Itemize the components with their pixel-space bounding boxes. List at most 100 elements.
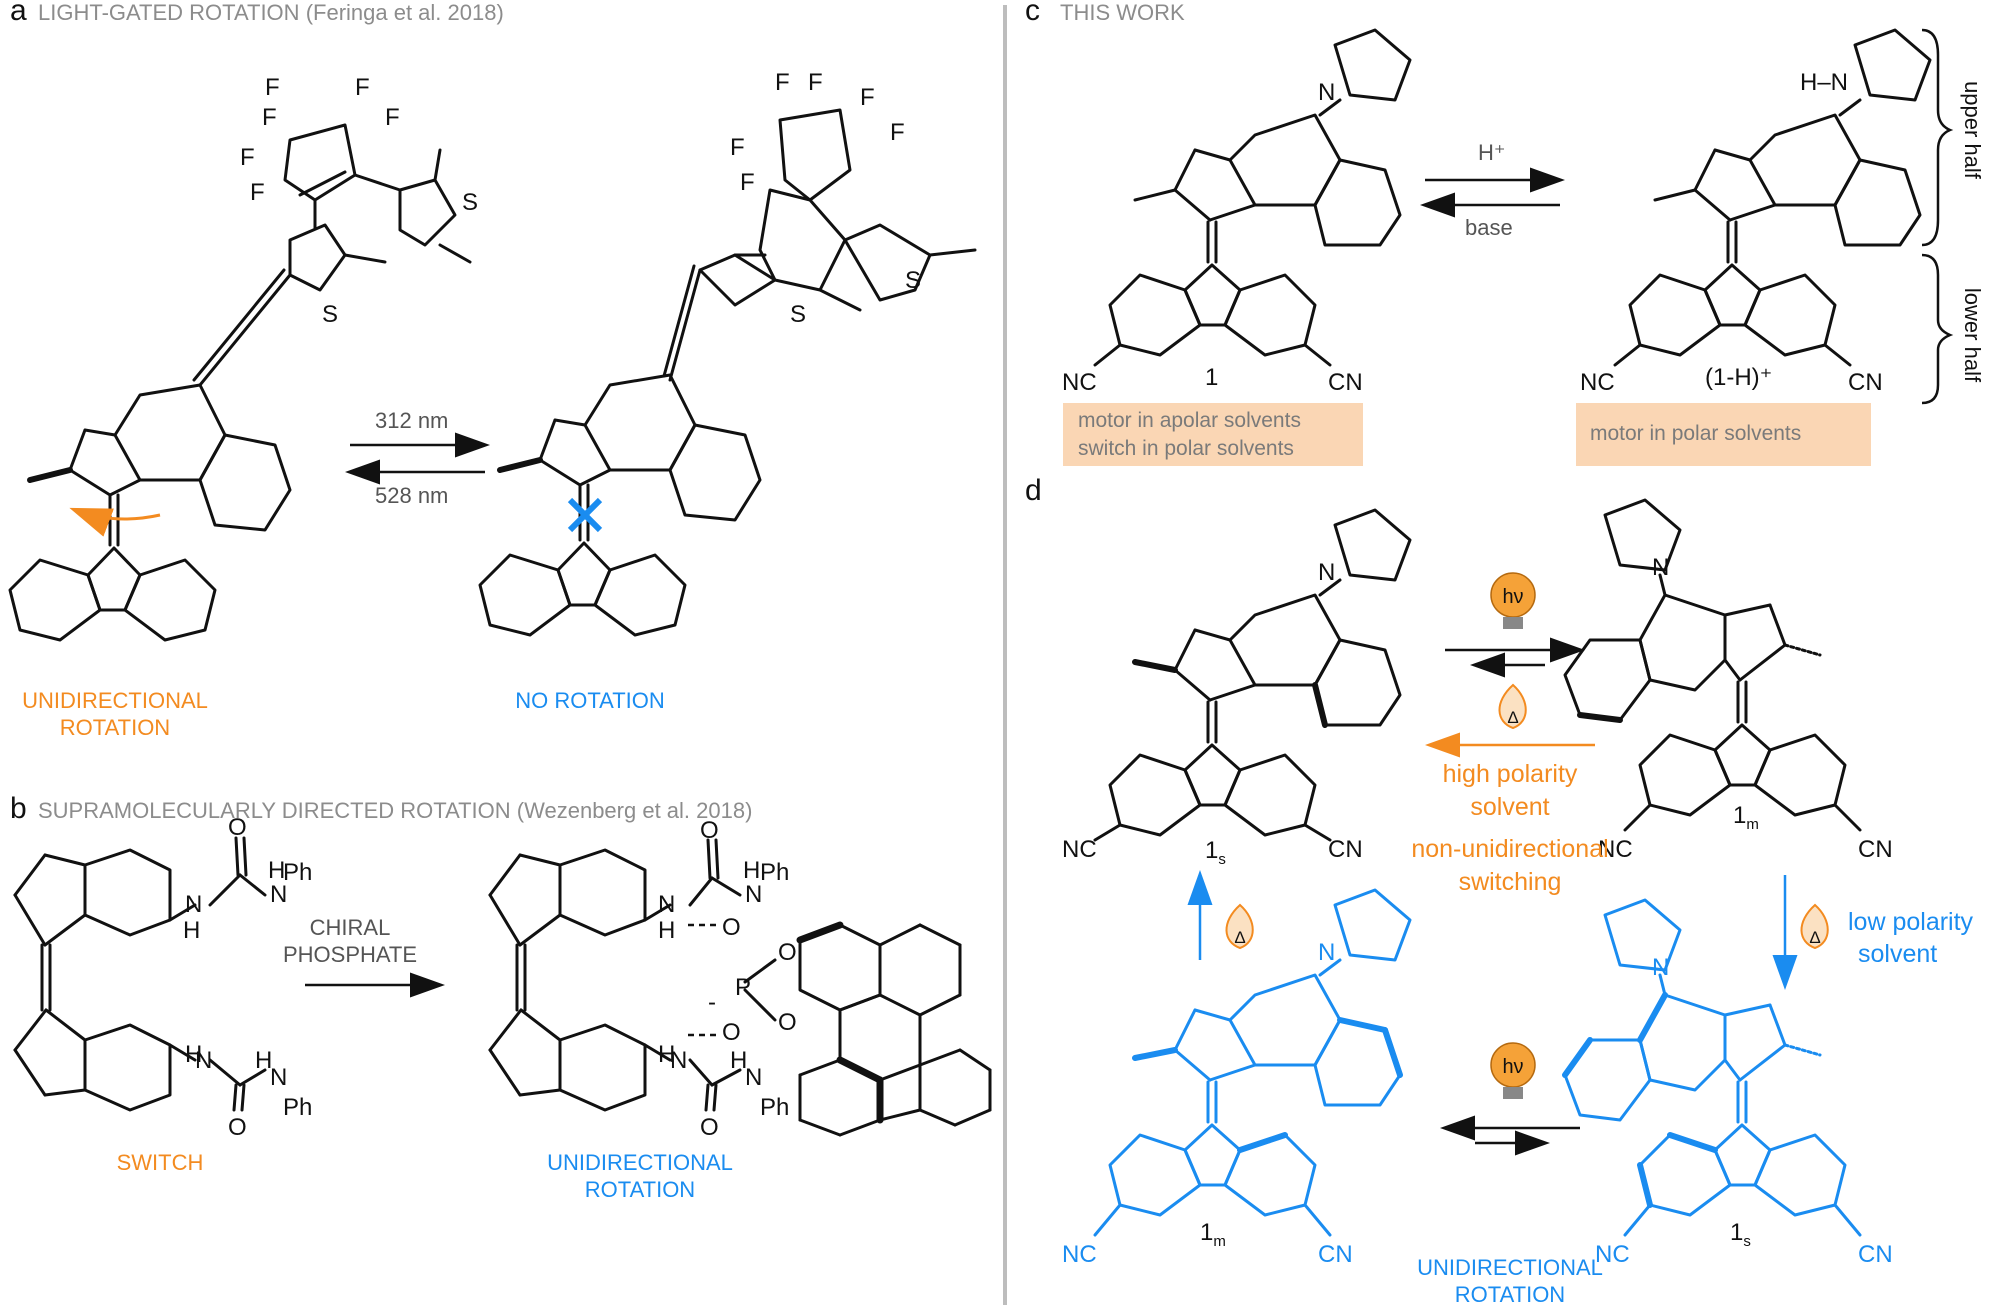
label-rotation-d: ROTATION	[1455, 1282, 1565, 1307]
label-1m-bottom-num: 1	[1200, 1219, 1213, 1246]
atom-n: N	[1318, 559, 1335, 586]
delta-label: Δ	[1234, 928, 1245, 947]
label-1s-bottom-sub: s	[1743, 1233, 1751, 1250]
atom-n: N	[185, 891, 202, 918]
upper-half-brace	[1921, 28, 1954, 247]
panel-a-title-main: LIGHT-GATED ROTATION	[38, 0, 300, 25]
atom-h: H	[730, 1047, 747, 1074]
atom-o: O	[700, 1114, 719, 1141]
label-solvent-low: solvent	[1858, 940, 1937, 968]
label-lower-half: lower half	[1960, 288, 1985, 383]
atom-cn: CN	[1318, 1241, 1353, 1268]
panel-b-title-main: SUPRAMOLECULARLY DIRECTED ROTATION	[38, 798, 511, 823]
atom-h: H	[183, 917, 200, 944]
panel-a-letter: a	[10, 0, 27, 27]
atoms-1s-top: N NC CN 1s	[1062, 559, 1363, 868]
atom-cn: CN	[1328, 369, 1363, 396]
atom-s: S	[905, 267, 921, 294]
atom-o: O	[722, 914, 741, 941]
label-1m-bottom-sub: m	[1213, 1233, 1226, 1250]
molecule-1s-bottom	[1562, 898, 1862, 1237]
label-solvent-high: solvent	[1470, 793, 1549, 821]
label-unidirectional-b: UNIDIRECTIONAL	[547, 1150, 733, 1175]
atom-ph: Ph	[283, 1094, 312, 1121]
lower-half-brace	[1921, 253, 1954, 405]
label-switch: SWITCH	[117, 1150, 204, 1175]
reagent-phosphate: PHOSPHATE	[283, 942, 417, 967]
label-1m-top-num: 1	[1733, 802, 1746, 829]
molecule-1s-top	[1093, 508, 1412, 842]
atom-n: N	[658, 891, 675, 918]
box-text-apolar: motor in apolar solvents	[1078, 409, 1301, 432]
molecule-b-left	[13, 836, 267, 1112]
molecule-a-right	[478, 108, 977, 637]
flame-icon: Δ	[1800, 903, 1829, 950]
atom-n: N	[270, 1064, 287, 1091]
molecule-1m-bottom	[1093, 888, 1412, 1237]
panel-d: d N NC CN 1s	[1025, 474, 1974, 1307]
atom-f: F	[385, 104, 400, 131]
molecule-b-right	[488, 838, 992, 1137]
label-unidirectional-d: UNIDIRECTIONAL	[1417, 1255, 1603, 1280]
molecule-1m-top	[1563, 498, 1862, 832]
label-1m-bottom: 1m	[1200, 1219, 1226, 1250]
box-text-polar-switch: switch in polar solvents	[1078, 437, 1294, 460]
atoms-molecule-1h: H–N N⁺ NC CN (1-H)⁺	[1580, 69, 1883, 396]
atom-f: F	[890, 119, 905, 146]
condition-base: base	[1465, 215, 1513, 240]
atom-h: H	[268, 857, 285, 884]
atom-n: N	[745, 881, 762, 908]
atom-cn: CN	[1328, 836, 1363, 863]
label-1s-bottom: 1s	[1730, 1219, 1751, 1250]
molecule-1h	[1613, 28, 1932, 367]
atom-ph: Ph	[760, 1094, 789, 1121]
atom-o: O	[722, 1019, 741, 1046]
compound-1h-label: (1-H)⁺	[1705, 364, 1772, 391]
atom-ph: Ph	[283, 859, 312, 886]
atom-h: H	[658, 917, 675, 944]
atoms-1s-bottom: N NC CN 1s	[1595, 954, 1893, 1268]
charge-minus: -	[708, 989, 716, 1016]
label-1s-top-num: 1	[1205, 837, 1218, 864]
atom-h: H	[658, 1041, 675, 1068]
delta-label: Δ	[1809, 928, 1820, 947]
label-non-unidirectional: non-unidirectional	[1411, 835, 1608, 863]
atom-n: N	[1318, 79, 1335, 106]
label-1s-bottom-num: 1	[1730, 1219, 1743, 1246]
atom-f: F	[808, 69, 823, 96]
atom-nc: NC	[1598, 836, 1633, 863]
atom-p: P	[735, 974, 751, 1001]
panel-d-letter: d	[1025, 474, 1042, 507]
atom-o: O	[228, 814, 247, 841]
atom-n: N	[1652, 554, 1669, 581]
atom-o: O	[228, 1114, 247, 1141]
panel-b: b SUPRAMOLECULARLY DIRECTED ROTATION (We…	[10, 792, 992, 1202]
atom-o: O	[778, 939, 797, 966]
atom-cn: CN	[1848, 369, 1883, 396]
condition-528nm: 528 nm	[375, 483, 448, 508]
atom-h: H	[255, 1047, 272, 1074]
fluorine-atoms-right: F F F F F F S S	[730, 69, 921, 328]
label-no-rotation: NO ROTATION	[515, 688, 665, 713]
atom-nc: NC	[1062, 369, 1097, 396]
atom-n: N	[745, 1064, 762, 1091]
rotation-arrow-orange	[69, 507, 161, 537]
panel-b-title: SUPRAMOLECULARLY DIRECTED ROTATION (Weze…	[38, 798, 752, 823]
label-rotation-b: ROTATION	[585, 1177, 695, 1202]
atom-cn: CN	[1858, 1241, 1893, 1268]
atom-nc: NC	[1062, 1241, 1097, 1268]
atom-n: N	[195, 1047, 212, 1074]
atoms-b-left: N H O N H Ph H N N O H N Ph	[183, 814, 312, 1141]
atoms-molecule-1: N NC CN 1	[1062, 79, 1363, 396]
atom-s: S	[322, 301, 338, 328]
atom-s: S	[462, 189, 478, 216]
panel-b-letter: b	[10, 792, 27, 825]
panel-c-title: THIS WORK	[1060, 0, 1185, 25]
atom-f: F	[265, 74, 280, 101]
atom-n: N	[270, 881, 287, 908]
atom-f: F	[250, 179, 265, 206]
panel-c: c THIS WORK N NC CN 1 H⁺	[1025, 0, 1985, 466]
lightbulb-icon: hν	[1490, 572, 1536, 629]
panel-a: a LIGHT-GATED ROTATION (Feringa et al. 2…	[8, 0, 977, 740]
atom-h-n: H–N	[1800, 69, 1848, 96]
